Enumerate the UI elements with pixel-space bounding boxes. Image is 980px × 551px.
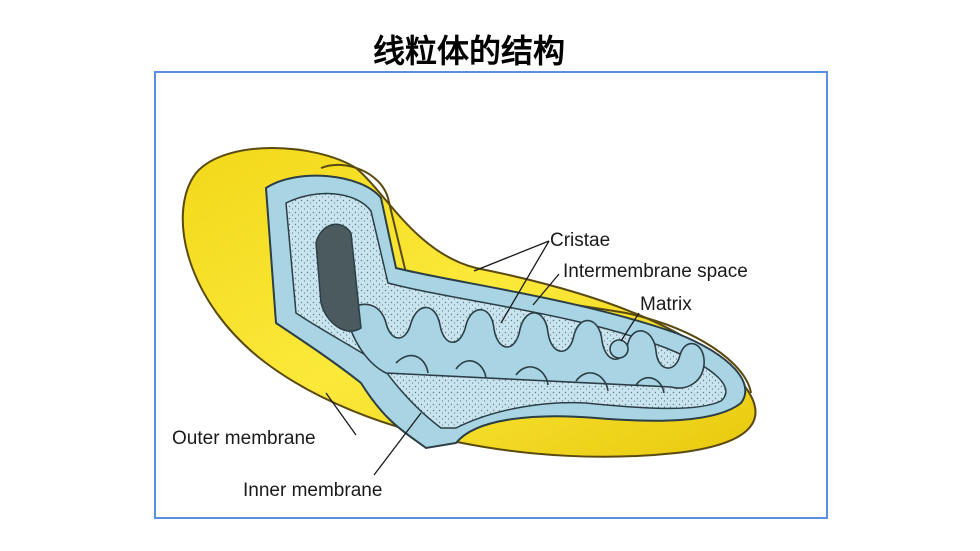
label-cristae: Cristae bbox=[550, 230, 611, 251]
label-intermembrane-space: Intermembrane space bbox=[563, 261, 748, 282]
label-inner-membrane: Inner membrane bbox=[243, 480, 383, 501]
slide-title: 线粒体的结构 bbox=[372, 32, 565, 70]
cristae-folds bbox=[345, 303, 705, 394]
matrix-granule bbox=[609, 339, 629, 359]
leader-lines bbox=[325, 240, 640, 476]
mitochondrion-diagram: Cristae Intermembrane space Matrix Outer… bbox=[154, 71, 828, 519]
mitochondrion-illustration bbox=[181, 147, 757, 476]
label-matrix: Matrix bbox=[640, 294, 692, 315]
inner-opening bbox=[315, 223, 362, 332]
label-outer-membrane: Outer membrane bbox=[172, 428, 316, 449]
